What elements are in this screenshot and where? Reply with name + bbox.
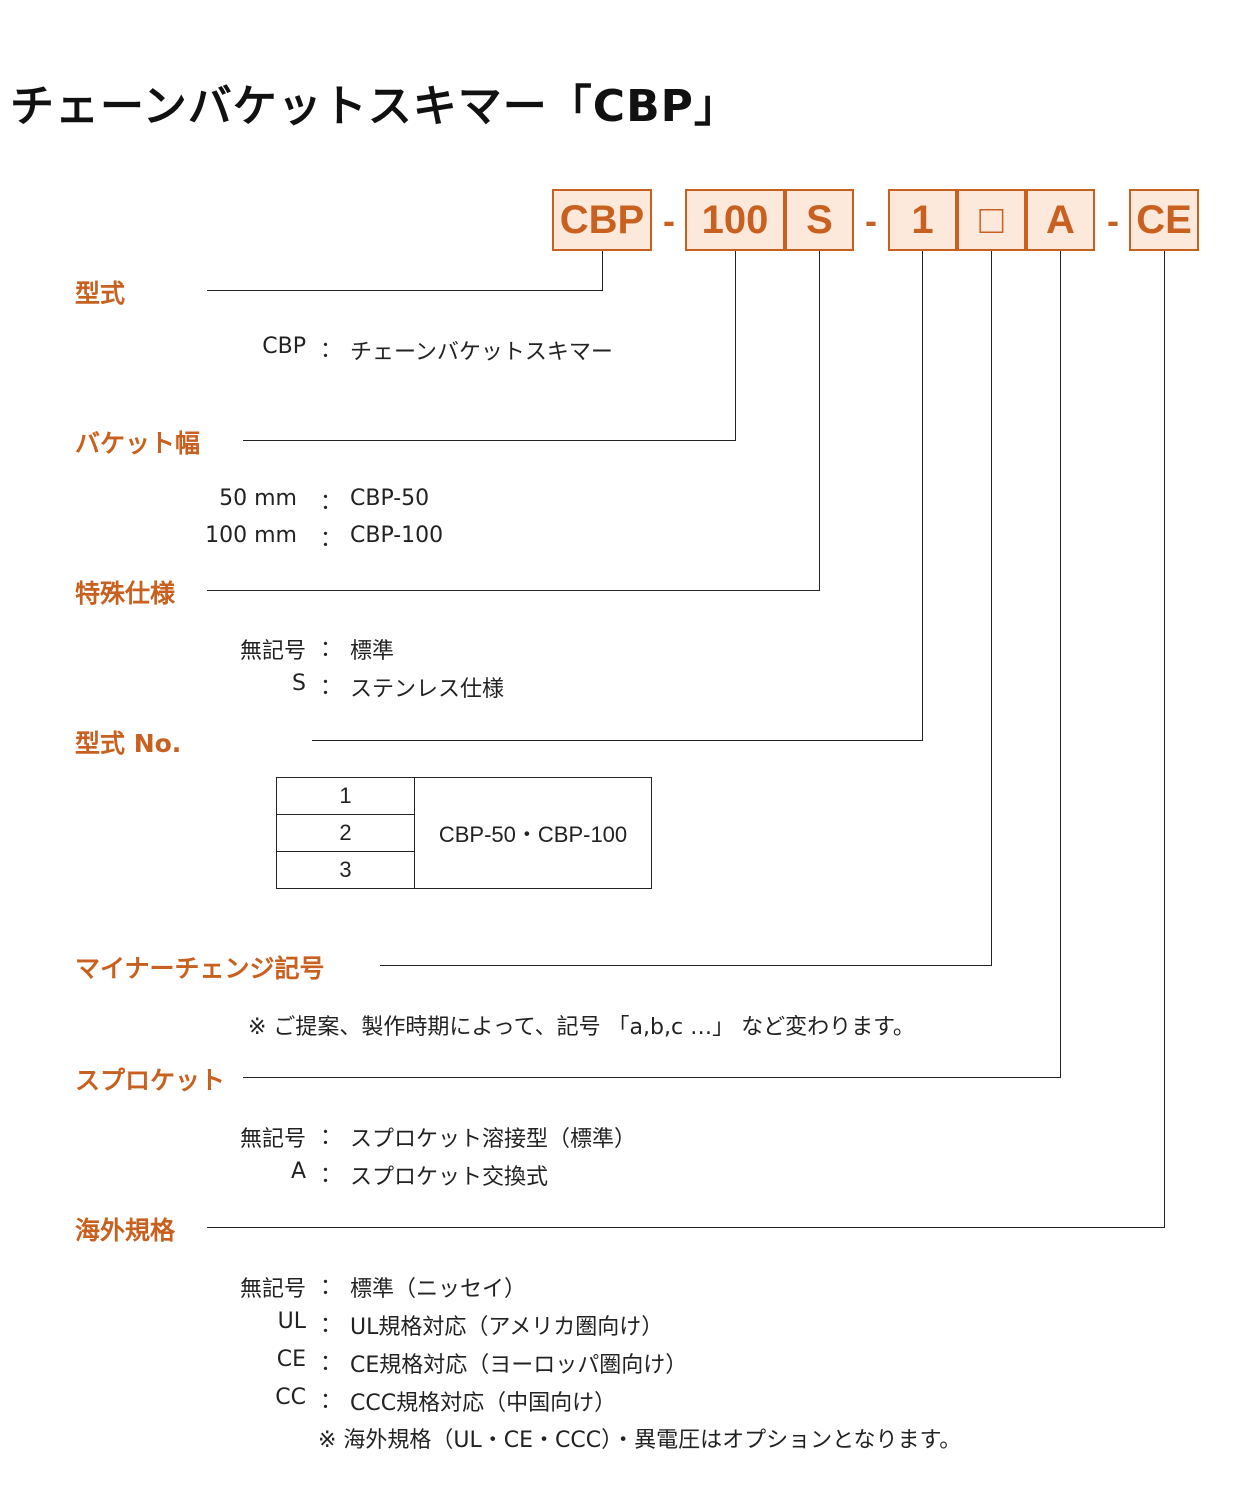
option-code: 無記号 [239,1127,306,1152]
page-title: チェーンバケットスキマー「CBP」 [10,81,739,132]
option-desc: UL規格対応（アメリカ圏向け） [350,1315,664,1340]
code-separator: - [1107,200,1119,241]
option-colon: ： [320,527,343,552]
section-heading-model-no: 型式 No. [75,729,182,758]
option-colon: ： [320,338,343,363]
code-box-model-no: 1 [888,189,957,251]
standard-note: ※ 海外規格（UL・CE・CCC）・異電圧はオプションとなります。 [318,1428,962,1453]
option-colon: ： [320,1275,343,1300]
option-code: 100 mm [205,523,297,548]
minor-note: ※ ご提案、製作時期によって、記号 「a,b,c …」 など変わります。 [248,1015,915,1040]
option-code: S [292,671,306,696]
connector-line [1164,251,1165,1227]
option-code: 無記号 [239,639,306,664]
option-desc: スプロケット溶接型（標準） [350,1127,637,1152]
section-heading-model: 型式 [75,279,126,308]
connector-line [207,590,820,591]
code-separator: - [865,200,877,241]
option-code: 無記号 [239,1277,306,1302]
option-colon: ： [320,1389,343,1414]
model-no-cell: 1 [276,777,415,815]
code-box-model: CBP [552,189,652,251]
connector-line [1060,251,1061,1077]
connector-line [602,251,603,290]
model-no-cell: 3 [276,851,415,889]
option-desc: CBP-50 [350,486,430,511]
section-heading-standard: 海外規格 [75,1216,176,1245]
option-desc: CBP-100 [350,523,444,548]
section-heading-minor: マイナーチェンジ記号 [75,954,325,983]
connector-line [991,251,992,965]
option-desc: CCC規格対応（中国向け） [350,1391,617,1416]
option-code: CC [275,1385,306,1410]
option-desc: 標準（ニッセイ） [350,1277,527,1302]
option-desc: ステンレス仕様 [350,677,505,702]
model-no-value: CBP-50・CBP-100 [414,777,652,889]
connector-line [243,1077,1061,1078]
connector-line [312,740,923,741]
option-desc: CE規格対応（ヨーロッパ圏向け） [350,1353,688,1378]
code-box-sprocket: A [1026,189,1095,251]
option-colon: ： [320,637,343,662]
connector-line [735,251,736,440]
option-code: A [290,1159,306,1184]
code-box-width: 100 [685,189,785,251]
section-heading-sprocket: スプロケット [75,1066,226,1095]
connector-line [207,290,603,291]
connector-line [380,965,992,966]
code-box-special: S [785,189,854,251]
option-colon: ： [320,490,343,515]
model-no-cell: 2 [276,814,415,852]
option-code: 50 mm [219,486,297,511]
option-colon: ： [320,1313,343,1338]
option-colon: ： [320,675,343,700]
connector-line [243,440,736,441]
option-code: CBP [262,334,306,359]
code-separator: - [663,200,675,241]
option-code: CE [276,1347,306,1372]
option-colon: ： [320,1163,343,1188]
model-no-table: 1 CBP-50・CBP-100 2 3 [276,777,652,889]
connector-line [207,1227,1165,1228]
option-colon: ： [320,1351,343,1376]
option-desc: 標準 [350,639,395,664]
section-heading-bucket-width: バケット幅 [75,429,201,458]
option-desc: チェーンバケットスキマー [350,340,613,365]
option-code: UL [277,1309,306,1334]
connector-line [922,251,923,740]
option-desc: スプロケット交換式 [350,1165,549,1190]
section-heading-special: 特殊仕様 [75,579,176,608]
code-box-minor: □ [957,189,1026,251]
code-box-standard: CE [1129,189,1199,251]
option-colon: ： [320,1125,343,1150]
connector-line [819,251,820,590]
